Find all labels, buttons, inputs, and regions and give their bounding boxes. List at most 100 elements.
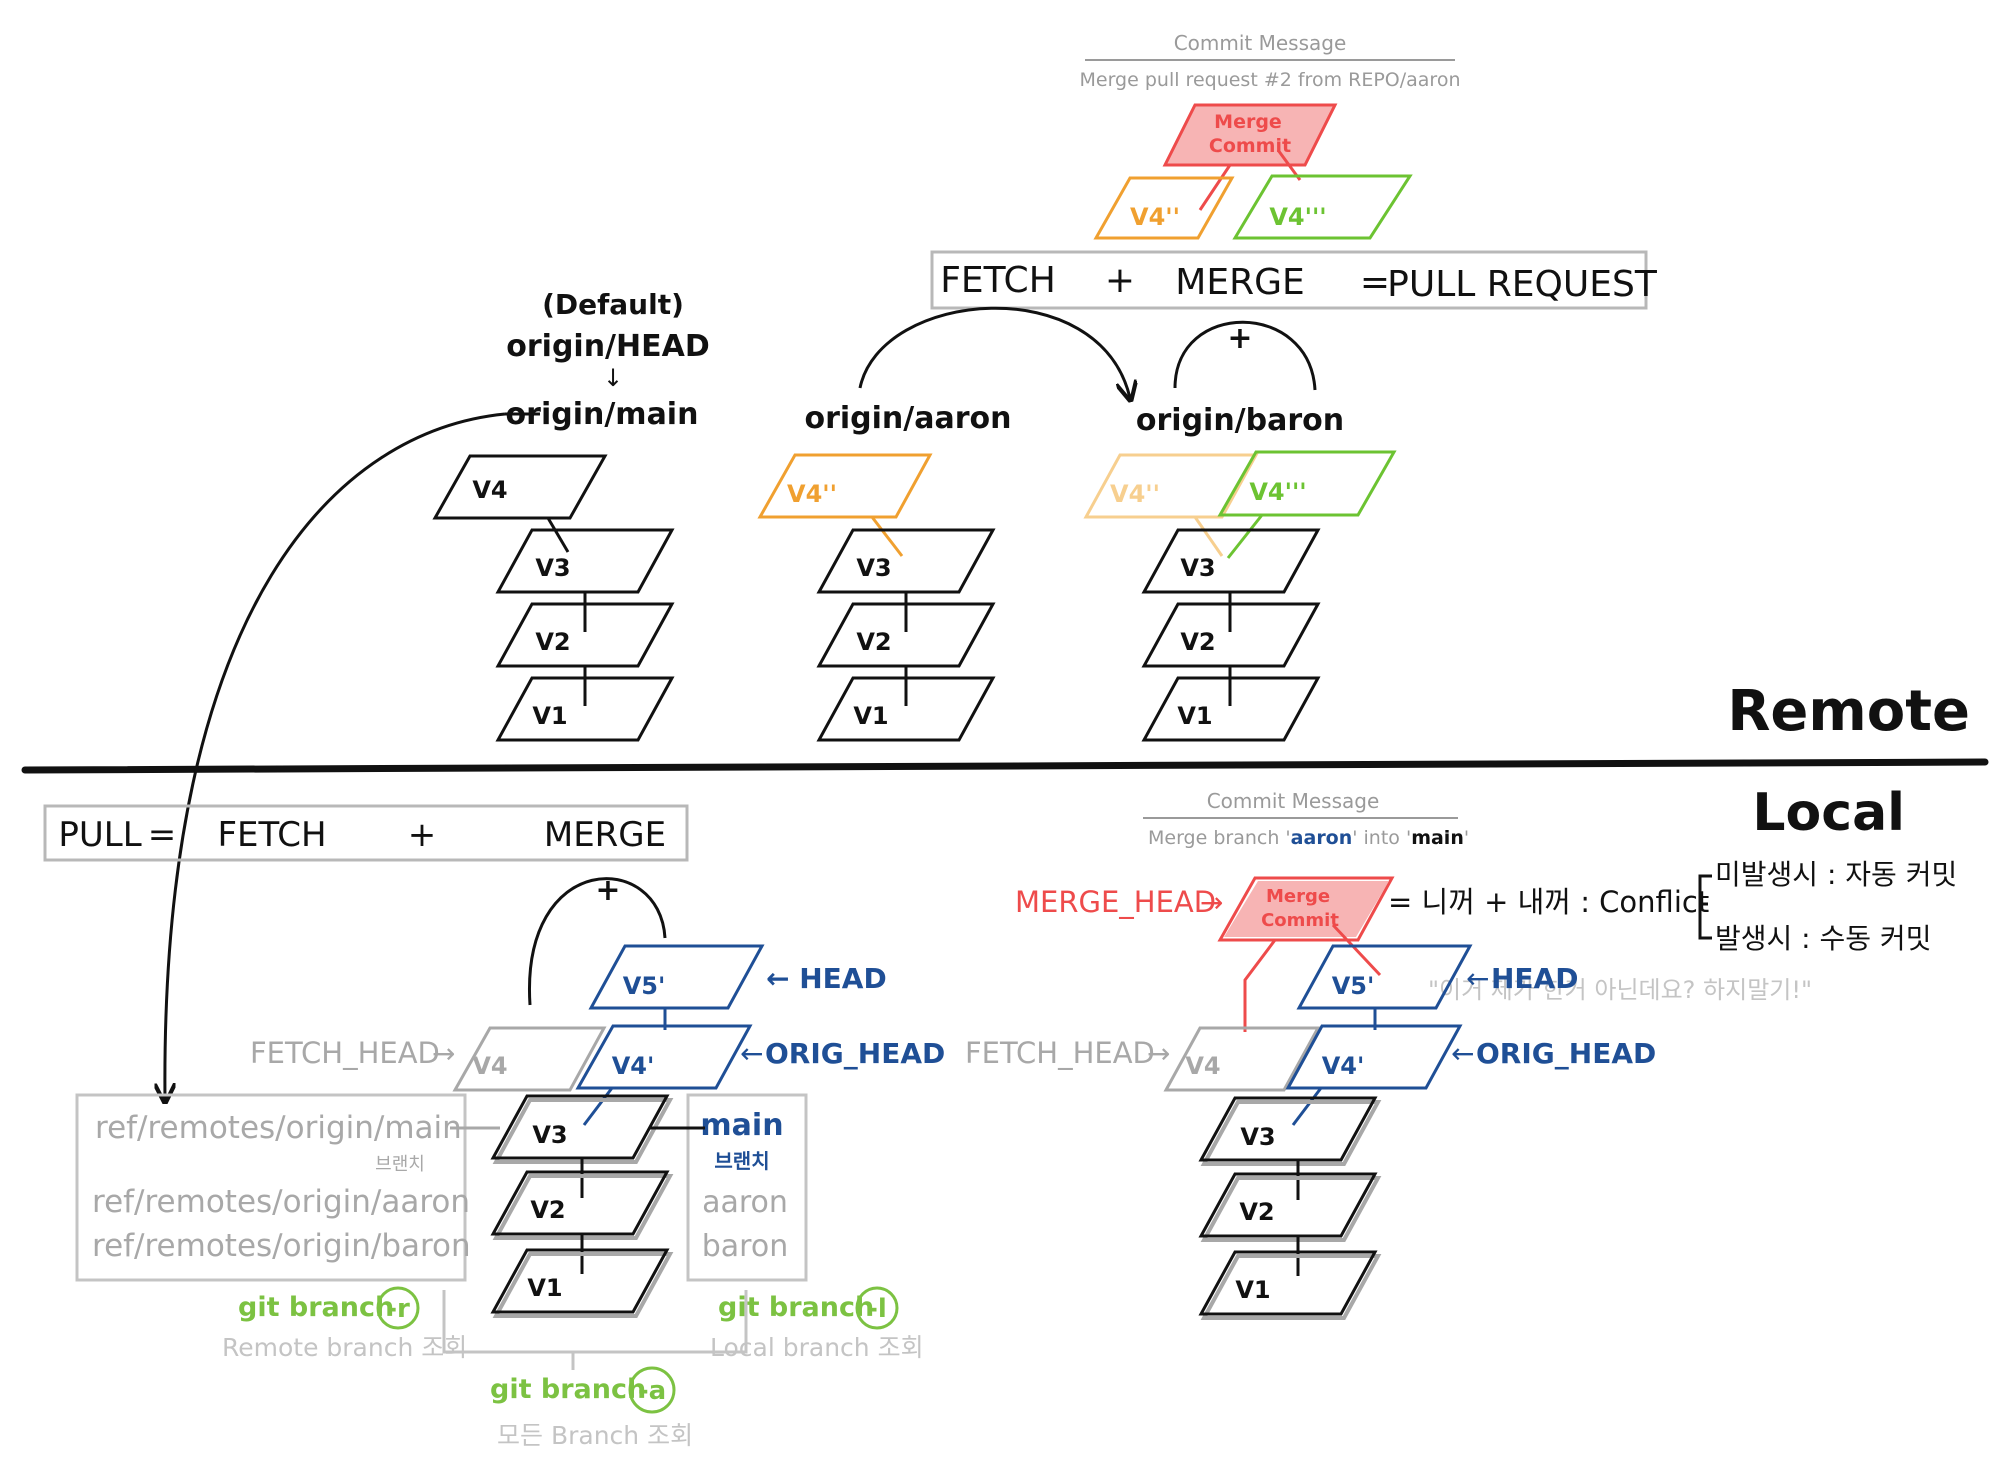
local-right-v3-label: V3	[1240, 1123, 1275, 1151]
local-right-v3: V3	[1198, 1096, 1382, 1166]
local-right-v4-fetch-label: V4	[1185, 1052, 1220, 1080]
remote-ref-main: ref/remotes/origin/main	[95, 1110, 462, 1146]
local-left-fetch-head: FETCH_HEAD	[250, 1036, 440, 1070]
local-merge-arc	[528, 877, 667, 1006]
origin-baron-v3: V3	[1180, 554, 1215, 582]
local-right-orig-head: ORIG_HEAD	[1476, 1037, 1656, 1070]
pull-eq-equals: =	[148, 815, 177, 855]
conflict-quote: "이거 제가 한거 아닌데요? 하지말기!"	[1428, 976, 1812, 1004]
pull-request-equation: FETCH + MERGE = PULL REQUEST	[930, 250, 1658, 310]
fetch-arc-arrow	[858, 306, 1130, 398]
git-branch-r-flag: -r	[386, 1294, 410, 1324]
local-left-fetch-head-arrow: →	[432, 1037, 455, 1070]
local-right-orig-head-arrow: ←	[1451, 1037, 1474, 1070]
eq-fetch: FETCH	[940, 260, 1056, 301]
origin-main-v2: V2	[535, 628, 570, 656]
origin-baron-v4ppp: V4'''	[1249, 478, 1306, 506]
local-merge-line1: Merge	[1266, 886, 1330, 907]
local-pull-equation: PULL = FETCH + MERGE	[43, 804, 689, 862]
local-right-v1-label: V1	[1235, 1276, 1270, 1304]
merge-head-arrow: →	[1200, 886, 1223, 919]
local-left-v4-local: V4' ← ORIG_HEAD	[575, 1024, 945, 1090]
eq-plus: +	[1105, 260, 1135, 301]
eq-merge: MERGE	[1175, 262, 1304, 303]
local-commit-message-title: Commit Message	[1207, 789, 1380, 813]
remote-ref-sub-label: 브랜치	[375, 1154, 425, 1175]
origin-aaron-v2: V2	[856, 628, 891, 656]
local-commit-message: Commit Message Merge branch 'aaron' into…	[1143, 789, 1469, 849]
local-refs-box: main 브랜치 aaron baron	[686, 1093, 808, 1282]
local-left-orig-head-label: ORIG_HEAD	[765, 1037, 945, 1070]
origin-baron-v1: V1	[1177, 702, 1212, 730]
msg-prefix: Merge branch '	[1148, 827, 1291, 849]
local-right-v4-fetch: FETCH_HEAD → V4	[965, 1026, 1321, 1092]
origin-baron-v4pp: V4''	[1110, 480, 1160, 508]
origin-aaron-label: origin/aaron	[804, 401, 1011, 436]
conflict-note: = 니꺼 + 내꺼 : Conflict 미발생시 : 자동 커밋 발생시 : …	[1388, 858, 1957, 1004]
local-right-fetch-head-arrow: →	[1147, 1037, 1170, 1070]
remote-section-label: Remote	[1727, 679, 1970, 744]
local-right-head-arrow: ←	[1466, 962, 1489, 995]
no-conflict-note: 미발생시 : 자동 커밋	[1715, 858, 1957, 891]
local-left-v3: V3	[490, 1094, 674, 1164]
local-right-head: HEAD	[1491, 962, 1578, 995]
git-branch-all-cmd: git branch -a 모든 Branch 조회	[490, 1366, 693, 1450]
merge-arc	[1173, 320, 1317, 391]
remote-ref-aaron: ref/remotes/origin/aaron	[92, 1184, 470, 1220]
local-commit-message-text: Merge branch 'aaron' into 'main'	[1148, 827, 1469, 849]
remote-commit-message: Commit Message Merge pull request #2 fro…	[1080, 31, 1461, 91]
commit-message-title: Commit Message	[1174, 31, 1347, 55]
commit-message-text: Merge pull request #2 from REPO/aaron	[1080, 69, 1461, 91]
pull-eq-merge: MERGE	[544, 815, 666, 855]
local-right-v2: V2	[1198, 1172, 1382, 1242]
origin-head-arrow: ↓	[603, 364, 623, 392]
conflict-note-text: 발생시 : 수동 커밋	[1715, 922, 1931, 955]
origin-aaron-v1: V1	[853, 702, 888, 730]
remote-refs-box: ref/remotes/origin/main 브랜치 ref/remotes/…	[75, 1093, 471, 1282]
local-right-v4-local-label: V4'	[1322, 1052, 1365, 1080]
local-merge-line2: Commit	[1261, 910, 1339, 931]
remote-parent-v4pp: V4''	[1093, 176, 1235, 240]
local-left-v3-label: V3	[532, 1121, 567, 1149]
local-section-label: Local	[1752, 783, 1905, 843]
git-branch-l-desc: Local branch 조회	[710, 1333, 924, 1362]
origin-main-v4: V4	[472, 476, 507, 504]
git-branch-remote-cmd: git branch -r Remote branch 조회	[222, 1286, 467, 1362]
conflict-formula: = 니꺼 + 내꺼 : Conflict	[1388, 885, 1709, 919]
local-ref-aaron: aaron	[702, 1185, 788, 1220]
local-left-v2-label: V2	[530, 1196, 565, 1224]
remote-origin-main: (Default) origin/HEAD ↓ origin/main V4 V…	[432, 288, 710, 742]
msg-mid: ' into '	[1352, 827, 1411, 849]
msg-suffix: '	[1464, 827, 1469, 849]
local-merge-commit: MERGE_HEAD → Merge Commit	[1015, 876, 1395, 942]
origin-main-v3: V3	[535, 554, 570, 582]
merge-arc-plus: +	[1227, 321, 1252, 356]
pull-eq-pull: PULL	[58, 815, 141, 855]
remote-merge-commit: Merge Commit	[1162, 103, 1338, 167]
local-right-fetch-head: FETCH_HEAD	[965, 1036, 1155, 1070]
local-left-v5: V5' ← HEAD HEAD	[588, 944, 887, 1010]
eq-result: PULL REQUEST	[1387, 264, 1658, 305]
origin-head-label: origin/HEAD	[506, 329, 709, 364]
local-right-v4-local: V4' ← ORIG_HEAD	[1285, 1024, 1656, 1090]
local-right-v5-label: V5'	[1332, 972, 1375, 1000]
msg-branch: aaron	[1291, 827, 1353, 849]
merge-head-label: MERGE_HEAD	[1015, 885, 1216, 919]
local-left-head: ← HEAD	[766, 962, 887, 995]
local-left-orig-head: ←	[740, 1037, 763, 1070]
origin-baron-label: origin/baron	[1136, 403, 1344, 438]
merge-commit-line2: Commit	[1209, 135, 1291, 157]
origin-aaron-v3: V3	[856, 554, 891, 582]
git-branch-r-desc: Remote branch 조회	[222, 1333, 467, 1362]
origin-baron-v2: V2	[1180, 628, 1215, 656]
git-branch-l-flag: -l	[867, 1294, 887, 1324]
remote-local-divider	[21, 758, 1989, 774]
local-left-v1: V1	[490, 1248, 674, 1318]
msg-target: main	[1411, 827, 1464, 849]
pull-eq-fetch: FETCH	[217, 815, 326, 855]
origin-main-to-local-arrow	[165, 412, 506, 1100]
local-left-v1-label: V1	[527, 1274, 562, 1302]
local-ref-sub-label: 브랜치	[714, 1149, 769, 1173]
git-branch-a-desc: 모든 Branch 조회	[497, 1421, 693, 1450]
origin-aaron-v4pp: V4''	[787, 480, 837, 508]
